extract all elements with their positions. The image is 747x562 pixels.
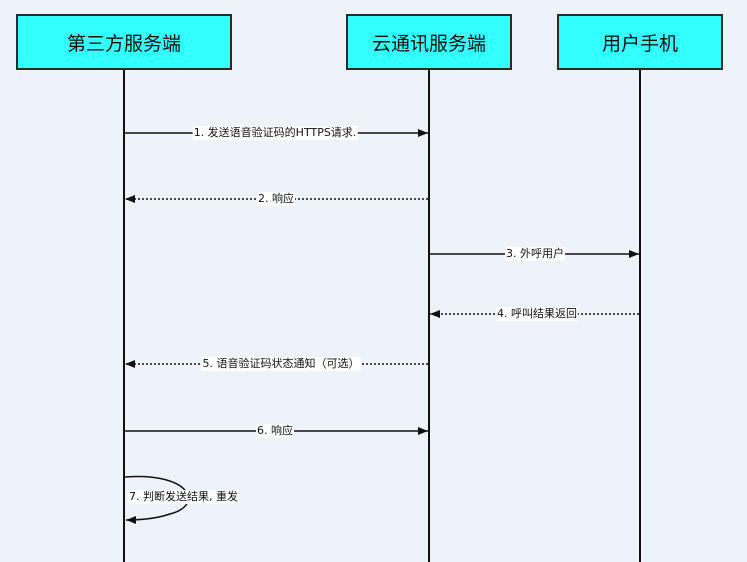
- message-3-label: 3. 外呼用户: [505, 247, 565, 261]
- message-2-label: 2. 响应: [257, 192, 295, 206]
- actor-user-phone: 用户手机: [557, 14, 723, 70]
- actor-label: 第三方服务端: [66, 32, 181, 55]
- actor-third-party-server: 第三方服务端: [16, 14, 232, 70]
- actor-cloud-communication-server: 云通讯服务端: [346, 14, 512, 70]
- message-7-label: 7. 判断发送结果, 重发: [128, 490, 239, 504]
- message-4-label: 4. 呼叫结果返回: [496, 307, 578, 321]
- actor-label: 用户手机: [601, 32, 678, 55]
- message-7-self-loop-arrow: [124, 475, 190, 524]
- message-6-label: 6. 响应: [256, 424, 294, 438]
- message-1-label: 1. 发送语音验证码的HTTPS请求.: [192, 126, 358, 140]
- actor-label: 云通讯服务端: [371, 32, 486, 55]
- message-5-label: 5. 语音验证码状态通知（可选）: [201, 357, 361, 371]
